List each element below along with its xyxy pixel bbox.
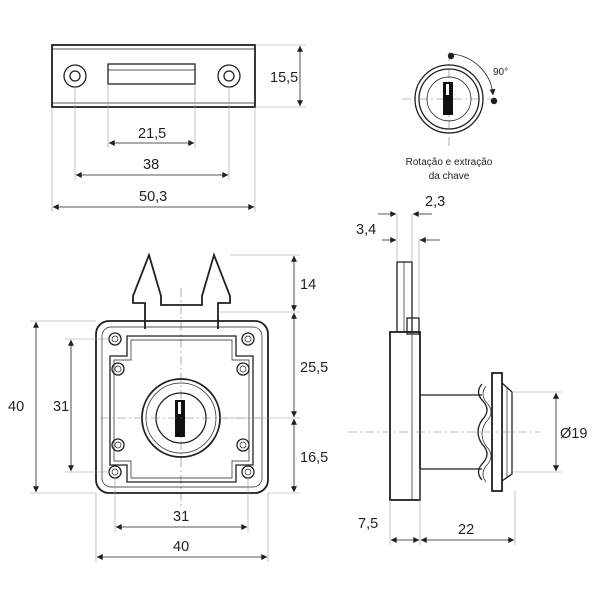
strike-plate-outline: [51, 44, 256, 108]
front-view: 14 25,5 16,5 40 31 31 40: [8, 252, 328, 562]
dim-label-31-horiz: 31: [173, 509, 189, 525]
dim-label-7-5: 7,5: [358, 516, 378, 532]
dim-label-25-5: 25,5: [300, 360, 328, 376]
side-body-plate: [389, 331, 421, 501]
lock-body: [109, 335, 254, 483]
dim-label-3-4: 3,4: [356, 222, 376, 238]
rotation-start-dot: [447, 52, 455, 60]
dim-label-15-5: 15,5: [270, 70, 298, 86]
key-cylinder-outer: [414, 64, 484, 134]
side-cylinder-barrel: [420, 394, 482, 470]
front-plate-outer: [95, 320, 269, 494]
side-view: 2,3 3,4 Ø19 7,5 22: [348, 194, 587, 545]
dim-label-diameter: Ø19: [560, 426, 587, 442]
mount-hole-tr-outer: [241, 332, 255, 346]
dim-label-16-5: 16,5: [300, 450, 328, 466]
mount-hole-tr-inner: [236, 362, 250, 376]
strike-plate-slot: [107, 63, 196, 85]
angle-label: 90°: [493, 67, 508, 78]
dim-label-40-vert: 40: [8, 399, 24, 415]
key-detail-view: 90° Rotação e extração da chave: [402, 52, 508, 182]
dim-label-22: 22: [458, 522, 474, 538]
side-bolt: [396, 261, 413, 333]
dim-label-50-3: 50,3: [139, 189, 167, 205]
strike-hole-right: [217, 64, 241, 88]
mount-hole-br-outer: [241, 465, 255, 479]
dim-label-21-5: 21,5: [138, 126, 166, 142]
key-slot: [443, 82, 453, 115]
side-nut: [477, 383, 488, 481]
key-caption-line2: da chave: [429, 171, 470, 182]
mount-hole-br-inner: [236, 438, 250, 452]
mount-hole-bl-outer: [108, 465, 122, 479]
mount-hole-tl-outer: [108, 332, 122, 346]
dim-label-40-horiz: 40: [173, 539, 189, 555]
top-view: 15,5 21,5 38 50,3: [51, 44, 306, 212]
key-caption-line1: Rotação e extração: [406, 157, 493, 168]
mount-hole-bl-inner: [111, 438, 125, 452]
bolt-tab: [132, 252, 231, 329]
strike-hole-left: [63, 64, 87, 88]
dim-label-14: 14: [300, 277, 316, 293]
rotation-end-dot: [490, 97, 498, 105]
dim-label-2-3: 2,3: [425, 194, 445, 210]
dim-label-31-vert: 31: [53, 399, 69, 415]
mount-hole-tl-inner: [111, 362, 125, 376]
front-key-slot: [175, 400, 185, 437]
rotation-arc: [450, 53, 496, 96]
dim-label-38: 38: [143, 157, 159, 173]
